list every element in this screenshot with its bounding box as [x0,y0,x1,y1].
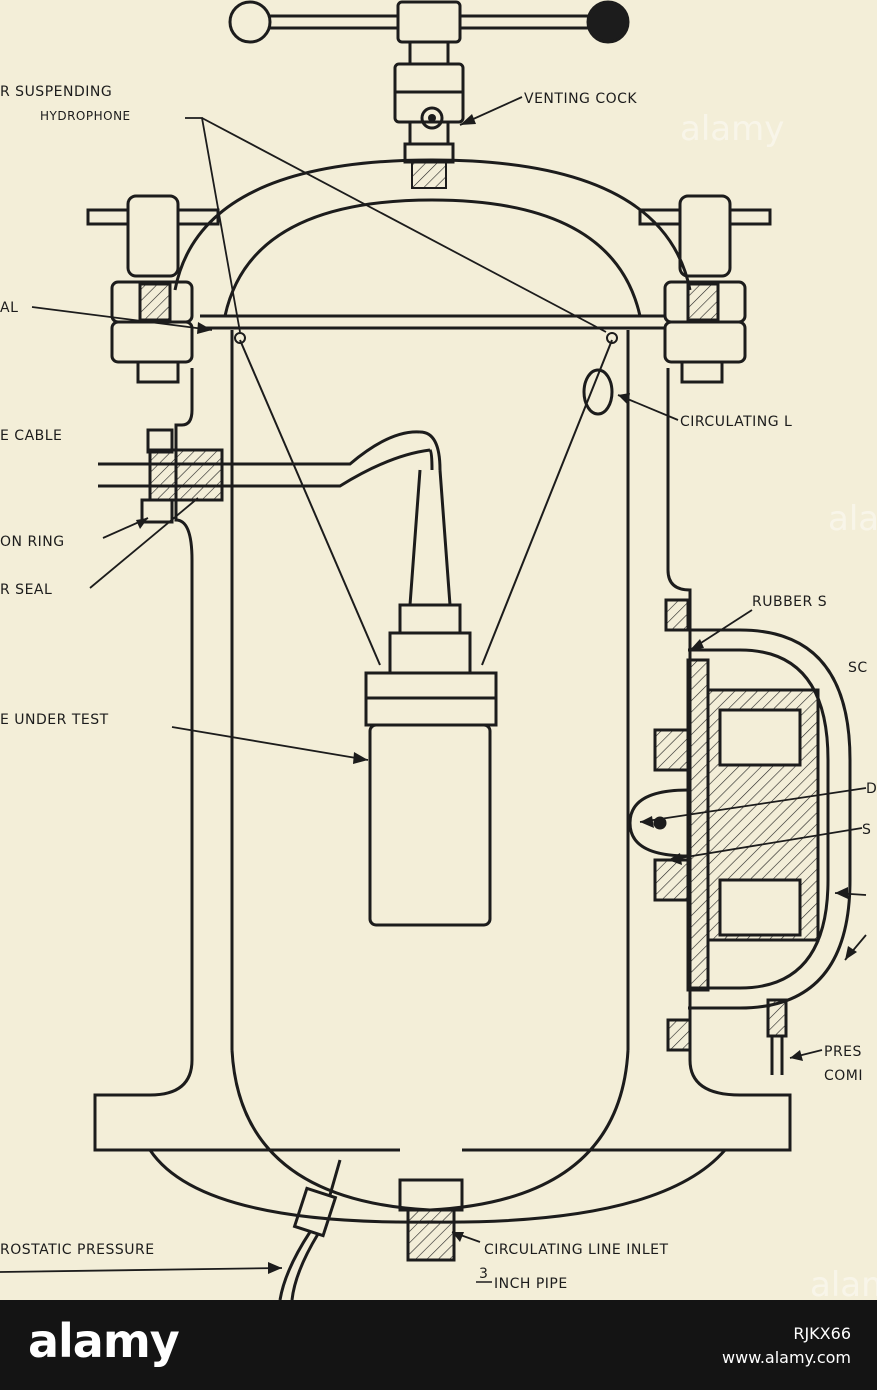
label-inlet-line1: CIRCULATING LINE INLET [484,1242,669,1258]
label-venting-cock: VENTING COCK [524,91,637,107]
watermark-mid-right: ala [828,499,877,539]
pressure-vessel-diagram: R SUSPENDING HYDROPHONE VENTING COCK AL … [0,0,877,1300]
hydrostatic-line [278,1159,342,1300]
venting-cock [411,106,447,189]
right-clamp-bolt [638,194,772,384]
label-circulating-right: CIRCULATING L [680,414,792,430]
label-s: S [862,822,871,838]
footer-logo: alamy [28,1314,180,1368]
label-suspending-line1: R SUSPENDING [0,84,112,100]
cable-entry [98,428,442,524]
label-pressure-right-1: PRES [824,1044,862,1060]
label-inlet-line2: INCH PIPE [494,1276,568,1292]
label-seal-top-left: AL [0,300,18,316]
left-clamp-bolt [86,194,220,384]
label-ring: ON RING [0,534,65,550]
top-t-handle [228,0,630,164]
label-hydrostatic: ROSTATIC PRESSURE [0,1242,155,1258]
label-d: D [866,781,877,797]
inlet-pipe [398,1178,464,1262]
label-suspending-line2: HYDROPHONE [40,109,131,123]
footer-image-info: RJKX66 www.alamy.com [722,1322,851,1370]
leader-arrowheads [136,114,857,1274]
label-seal-left: R SEAL [0,582,52,598]
stock-footer-bar: alamy RJKX66 www.alamy.com [0,1300,877,1390]
pressure-compartment [628,598,852,1075]
suspending-wires [234,332,618,666]
label-under-test: E UNDER TEST [0,712,109,728]
footer-image-id: RJKX66 [793,1324,851,1343]
dome-lid [173,158,692,330]
label-inlet-fraction: 3 [479,1266,488,1282]
label-rubber-seal-right: RUBBER S [752,594,827,610]
watermark-top-right: alamy [680,109,784,149]
label-sc: SC [848,660,868,676]
footer-site-url: www.alamy.com [722,1348,851,1367]
label-pressure-right-2: COMI [824,1068,863,1084]
circulating-port [582,368,614,416]
watermark-bottom-right: alam [810,1265,877,1300]
label-cable: E CABLE [0,428,62,444]
hydrophone-under-test [364,469,498,927]
